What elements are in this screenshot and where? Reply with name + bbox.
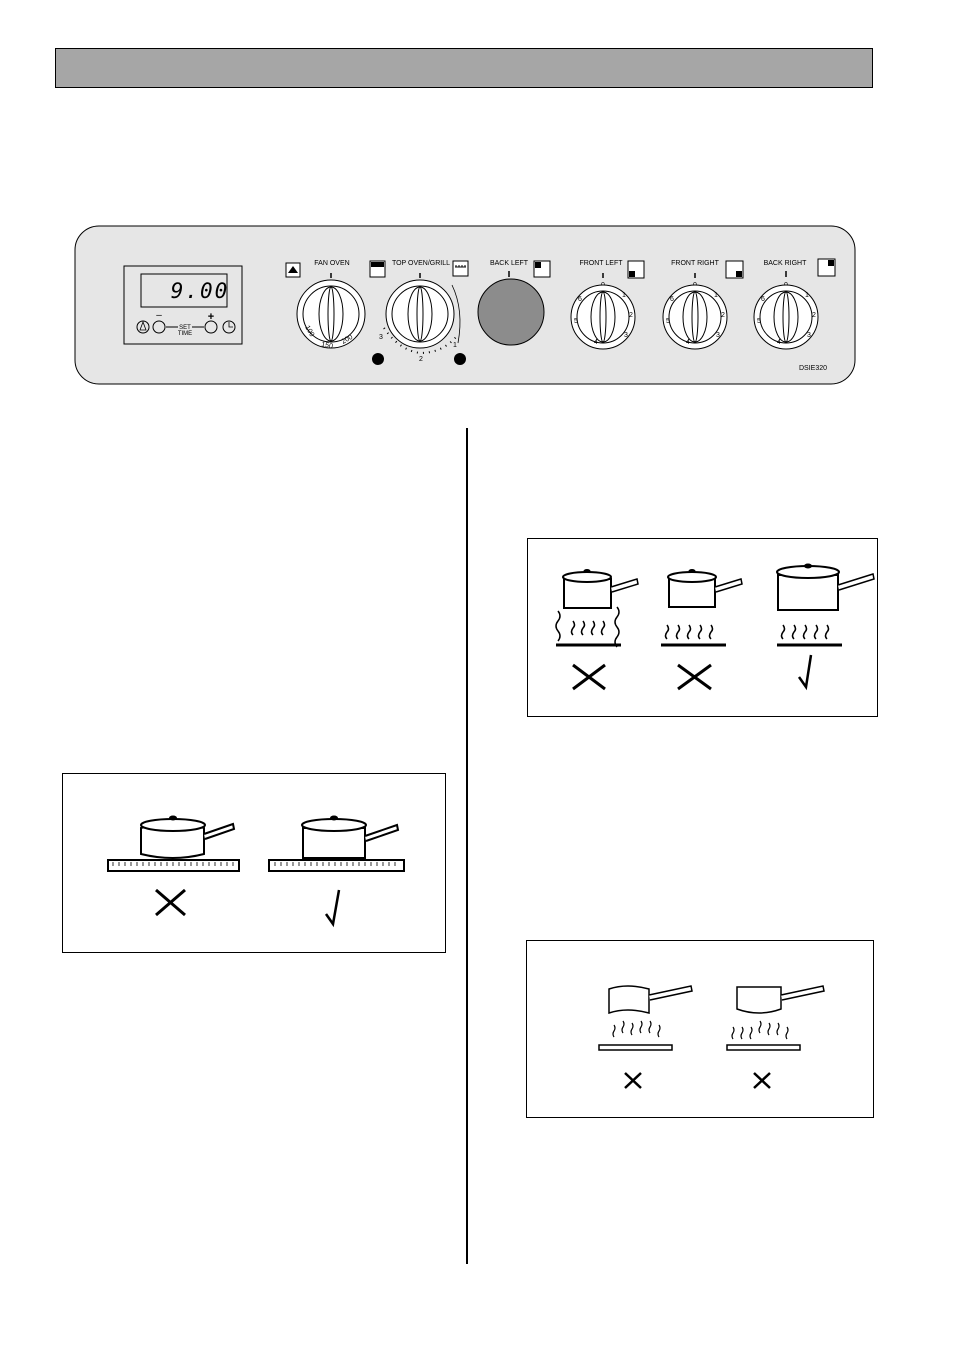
top-oven-grill-knob[interactable]: [385, 279, 455, 349]
grill-setting-3: 3: [379, 334, 383, 341]
fl-setting-5: 5: [574, 318, 578, 325]
back-right-label: BACK RIGHT: [764, 260, 808, 267]
column-divider: [466, 428, 468, 1264]
br-setting-3: 3: [807, 332, 811, 339]
cross-icon: [624, 1072, 642, 1089]
concave-pan-illustration: [598, 985, 693, 1089]
grill-indicator-light-right: [454, 353, 466, 365]
back-right-control: BACK RIGHT 0 1 2 3 4 5 6: [753, 258, 836, 350]
fr-setting-2: 2: [721, 312, 725, 319]
pan-base-flatness-figure: [62, 773, 446, 953]
oven-indicator-light-left: [372, 353, 384, 365]
fr-setting-4: 4: [686, 339, 690, 346]
back-right-knob[interactable]: [753, 284, 819, 350]
pan-size-figure: [527, 538, 878, 717]
minus-button[interactable]: [152, 320, 166, 334]
clock-timer: 9.00 – SET TIME +: [123, 265, 243, 345]
br-setting-2: 2: [812, 312, 816, 319]
set-label: SET: [179, 325, 191, 331]
grill-symbol-icon: [452, 260, 469, 277]
fl-setting-6: 6: [578, 296, 582, 303]
front-right-label: FRONT RIGHT: [671, 260, 719, 267]
front-left-knob[interactable]: [570, 284, 636, 350]
tick-icon: [324, 889, 341, 928]
minus-label: –: [156, 310, 162, 321]
cross-icon: [155, 888, 186, 917]
cross-icon: [677, 663, 712, 691]
fan-oven-temp-150: 150: [321, 341, 334, 350]
fl-setting-1: 1: [622, 292, 626, 299]
fan-oven-control: FAN OVEN 0 100 150 200: [285, 260, 366, 350]
back-left-knob[interactable]: [477, 278, 545, 346]
br-setting-5: 5: [757, 318, 761, 325]
small-pan-wide-zone: [555, 569, 639, 691]
fr-setting-5: 5: [666, 318, 670, 325]
br-setting-1: 1: [805, 292, 809, 299]
front-right-knob[interactable]: [662, 284, 728, 350]
br-setting-4: 4: [777, 339, 781, 346]
fan-oven-knob[interactable]: [296, 279, 366, 349]
clock-icon[interactable]: [222, 320, 236, 334]
fr-setting-6: 6: [670, 296, 674, 303]
br-setting-6: 6: [761, 296, 765, 303]
back-left-label: BACK LEFT: [490, 260, 529, 267]
fl-setting-3: 3: [624, 332, 628, 339]
clock-display: 9.00: [171, 279, 230, 303]
top-oven-grill-control: TOP OVEN/GRILL 0 3 2 1: [369, 260, 469, 365]
fl-setting-2: 2: [629, 312, 633, 319]
matched-pan-zone-a: [661, 569, 743, 691]
fan-oven-temp-100: 100: [303, 325, 315, 339]
flat-pan-illustration: [268, 815, 405, 928]
control-panel: 9.00 – SET TIME + FAN OVEN 0 100 150 200…: [74, 225, 856, 385]
fan-oven-temp-200: 200: [341, 334, 355, 346]
fr-setting-1: 1: [714, 292, 718, 299]
cross-icon: [572, 663, 606, 691]
front-left-control: FRONT LEFT 0 1 2 3 4 5 6: [570, 260, 645, 350]
front-right-control: FRONT RIGHT 0 1 2 3 4 5 6: [662, 260, 744, 350]
section-header-bar: [55, 48, 873, 88]
fan-oven-label: FAN OVEN: [314, 260, 349, 267]
plus-button[interactable]: [204, 320, 218, 334]
time-label: TIME: [178, 331, 192, 337]
grill-setting-2: 2: [419, 356, 423, 363]
model-code: DSIE320: [799, 365, 827, 372]
front-left-label: FRONT LEFT: [579, 260, 623, 267]
warped-pan-illustration: [107, 815, 240, 917]
fl-setting-4: 4: [594, 339, 598, 346]
fr-setting-3: 3: [716, 332, 720, 339]
warped-pan-figure: [526, 940, 874, 1118]
large-pan-small-zone: [776, 563, 875, 691]
back-left-control: BACK LEFT: [477, 260, 551, 346]
convex-pan-illustration: [726, 985, 825, 1089]
grill-setting-1: 1: [453, 342, 457, 349]
tick-icon: [797, 654, 813, 691]
cross-icon: [753, 1072, 771, 1089]
top-oven-grill-label: TOP OVEN/GRILL: [392, 260, 450, 267]
plus-label: +: [208, 311, 214, 323]
